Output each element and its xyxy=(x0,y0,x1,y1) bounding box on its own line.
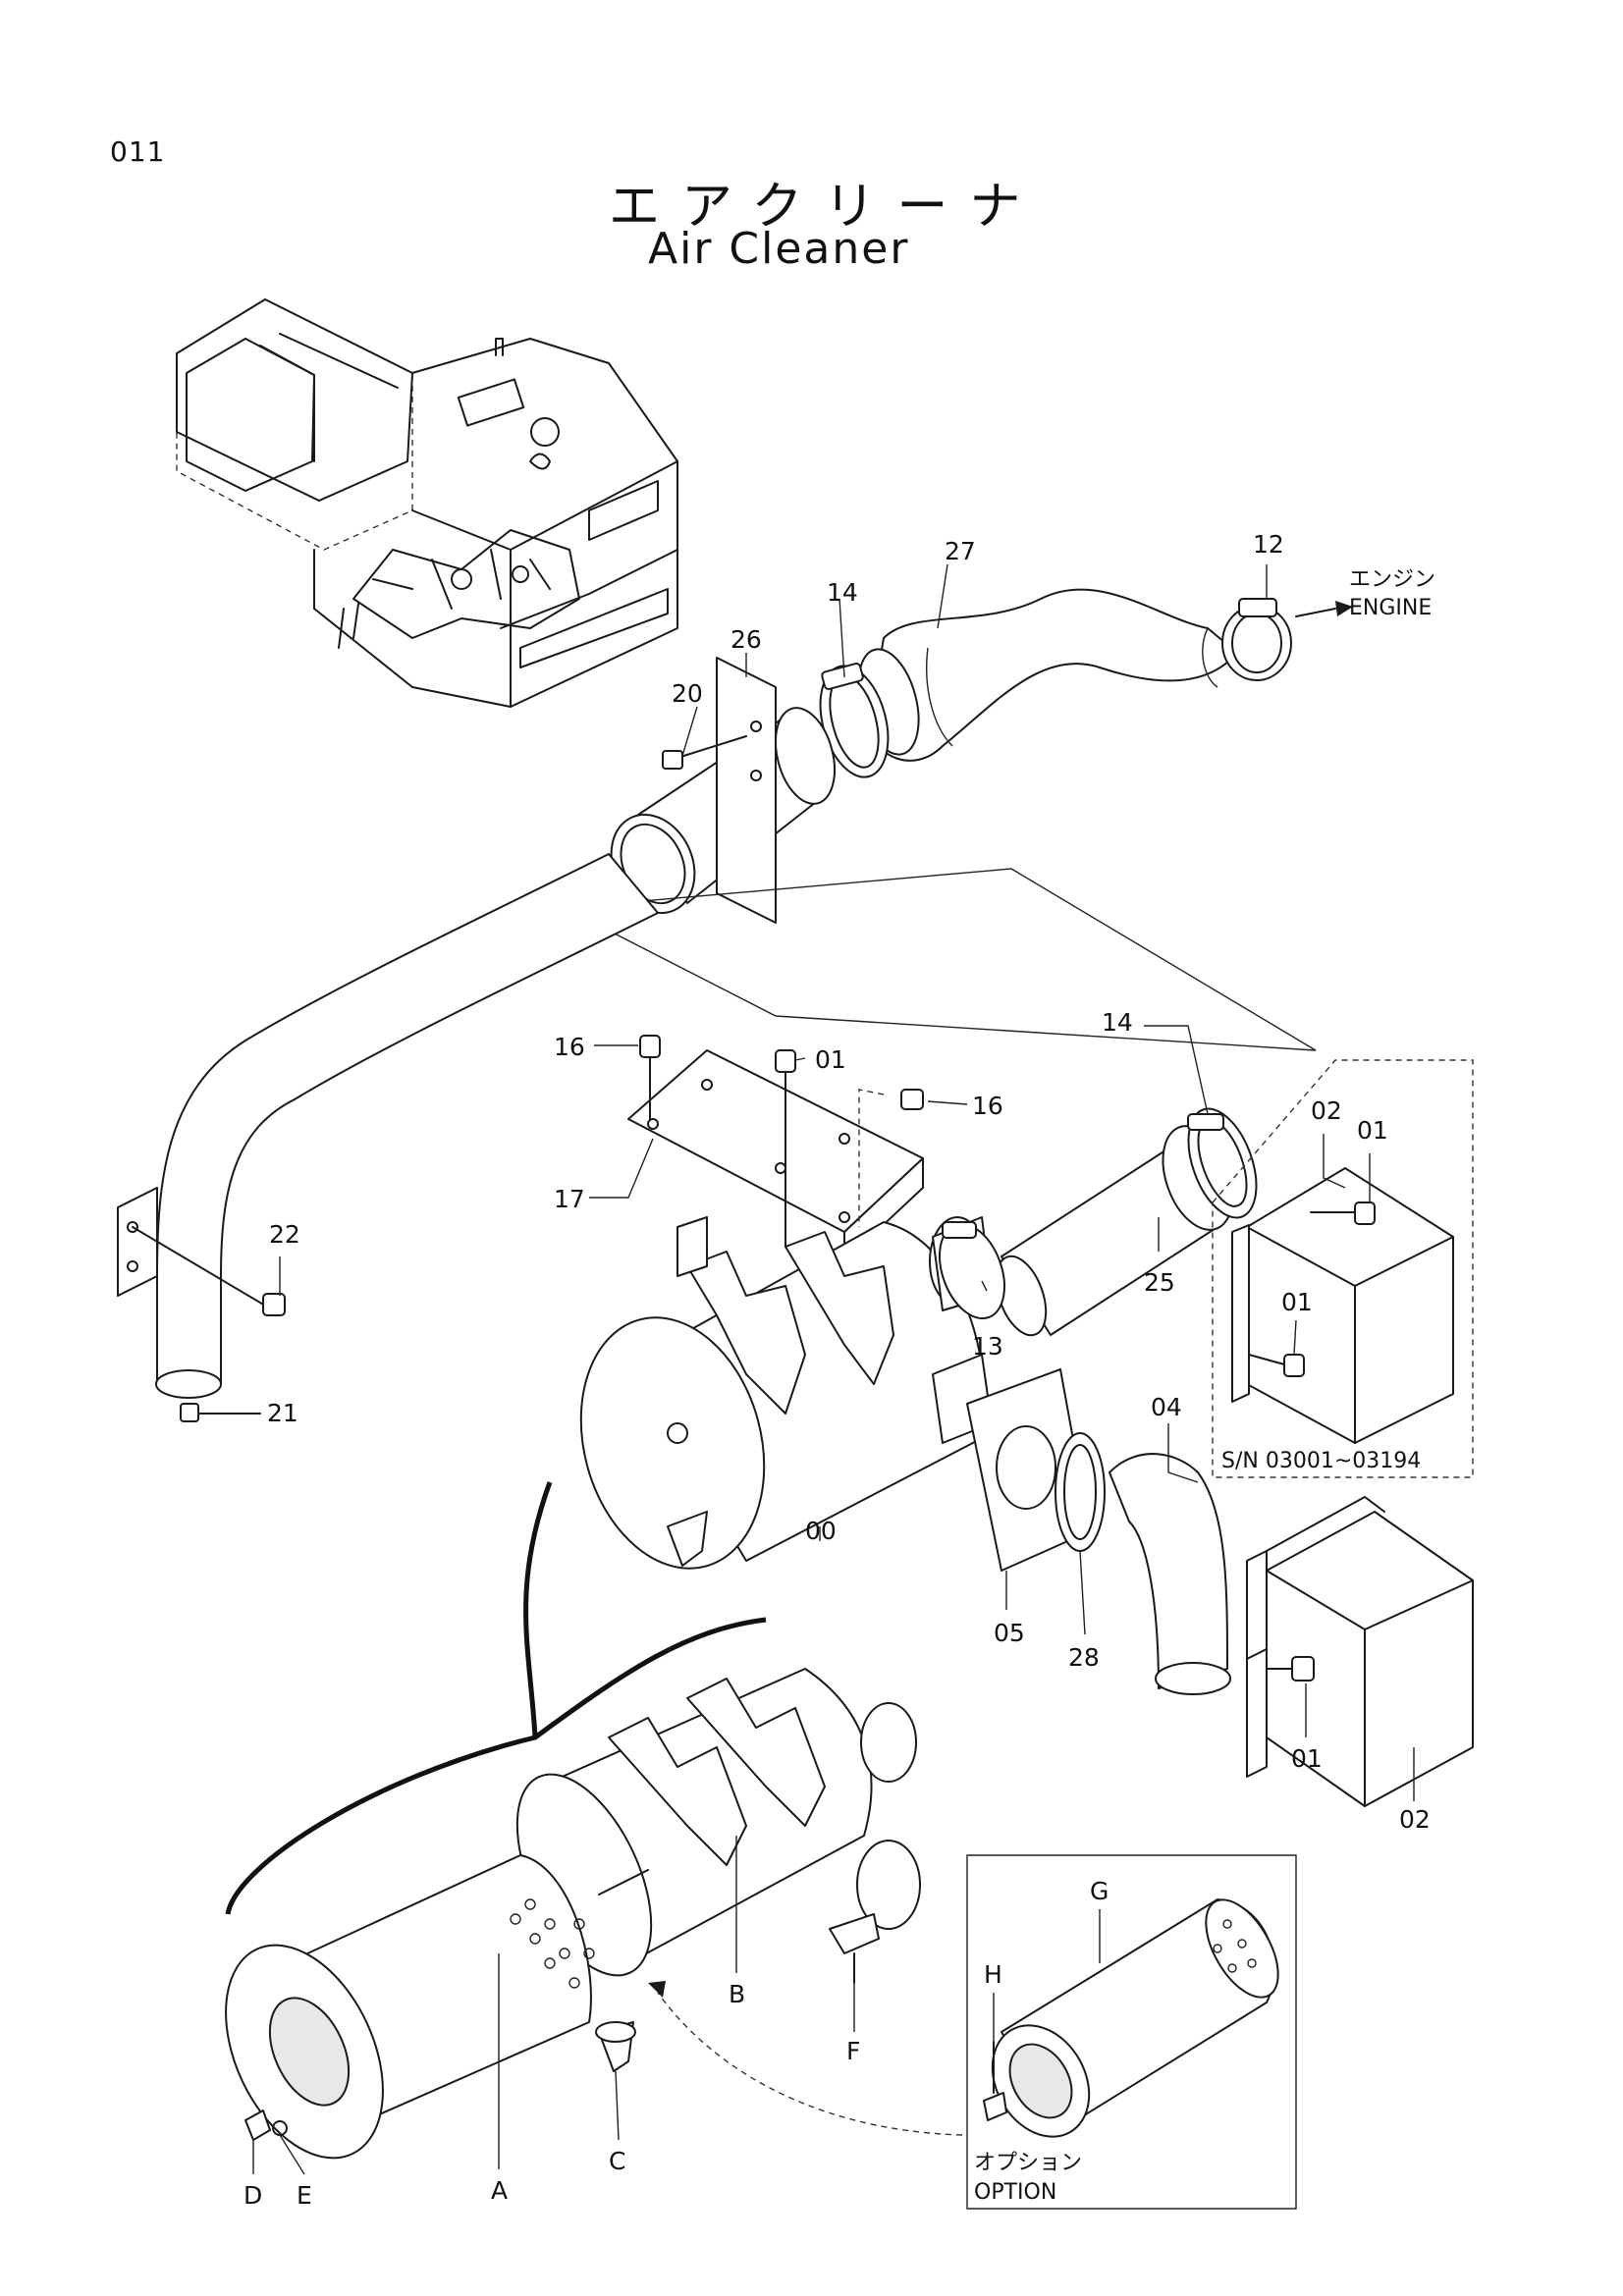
callout-20: 20 xyxy=(672,679,703,708)
option-note-ja: オプション xyxy=(974,2151,1082,2175)
serial-range-label: S/N 03001~03194 xyxy=(1221,1449,1421,1473)
callout-00: 00 xyxy=(805,1517,837,1545)
callout-16-right: 16 xyxy=(972,1092,1003,1120)
callout-21: 21 xyxy=(267,1399,298,1427)
callout-01-lower: 01 xyxy=(1291,1744,1323,1773)
option-box xyxy=(966,1854,1297,2210)
connector-outline xyxy=(562,868,1317,1051)
callout-D: D xyxy=(243,2181,262,2210)
callout-27: 27 xyxy=(945,537,976,565)
callout-17: 17 xyxy=(554,1185,585,1213)
callout-13: 13 xyxy=(972,1332,1003,1361)
callout-14-lower: 14 xyxy=(1102,1008,1133,1037)
callout-22: 22 xyxy=(269,1220,300,1249)
callout-01-sn-top: 01 xyxy=(1357,1116,1388,1145)
callout-labels: 12 27 14 26 20 16 01 16 17 14 22 25 13 0… xyxy=(243,530,1431,2210)
engine-note-en: ENGINE xyxy=(1349,596,1432,620)
air-cleaner-body xyxy=(579,1035,993,1570)
callout-G: G xyxy=(1090,1877,1109,1905)
page-title-ja: エアクリーナ xyxy=(609,178,1043,237)
callout-F: F xyxy=(846,2037,860,2065)
page-title-en: Air Cleaner xyxy=(648,224,910,274)
callout-16-left: 16 xyxy=(554,1033,585,1061)
callout-05: 05 xyxy=(994,1619,1025,1647)
callout-02-lower: 02 xyxy=(1399,1805,1431,1834)
callout-26: 26 xyxy=(730,625,762,654)
intake-elbow-pipe xyxy=(117,853,659,1422)
callout-01-top: 01 xyxy=(815,1045,846,1074)
connector-hose xyxy=(939,1107,1258,1337)
outlet-parts xyxy=(966,1368,1231,1695)
option-note-en: OPTION xyxy=(974,2180,1056,2205)
excavator-overview-illustration xyxy=(176,298,678,708)
callout-28: 28 xyxy=(1068,1643,1100,1672)
callout-14-upper: 14 xyxy=(827,578,858,607)
callout-A: A xyxy=(491,2176,508,2205)
callout-12: 12 xyxy=(1253,530,1284,559)
callout-H: H xyxy=(984,1960,1002,1989)
intake-cover-lower xyxy=(1246,1496,1474,1807)
callout-25: 25 xyxy=(1144,1268,1175,1297)
engine-note-ja: エンジン xyxy=(1349,567,1435,592)
callout-C: C xyxy=(609,2147,625,2175)
callout-04: 04 xyxy=(1151,1393,1182,1421)
serial-range-box xyxy=(1212,1059,1474,1478)
leader-lines xyxy=(252,563,1415,2175)
callout-E: E xyxy=(297,2181,312,2210)
callout-B: B xyxy=(729,1980,745,2008)
page-number: 011 xyxy=(110,135,166,168)
callout-01-sn-bottom: 01 xyxy=(1281,1288,1313,1316)
exploded-air-cleaner xyxy=(225,1481,963,2160)
upper-intake-assembly xyxy=(610,588,1353,924)
callout-02-sn: 02 xyxy=(1311,1096,1342,1125)
